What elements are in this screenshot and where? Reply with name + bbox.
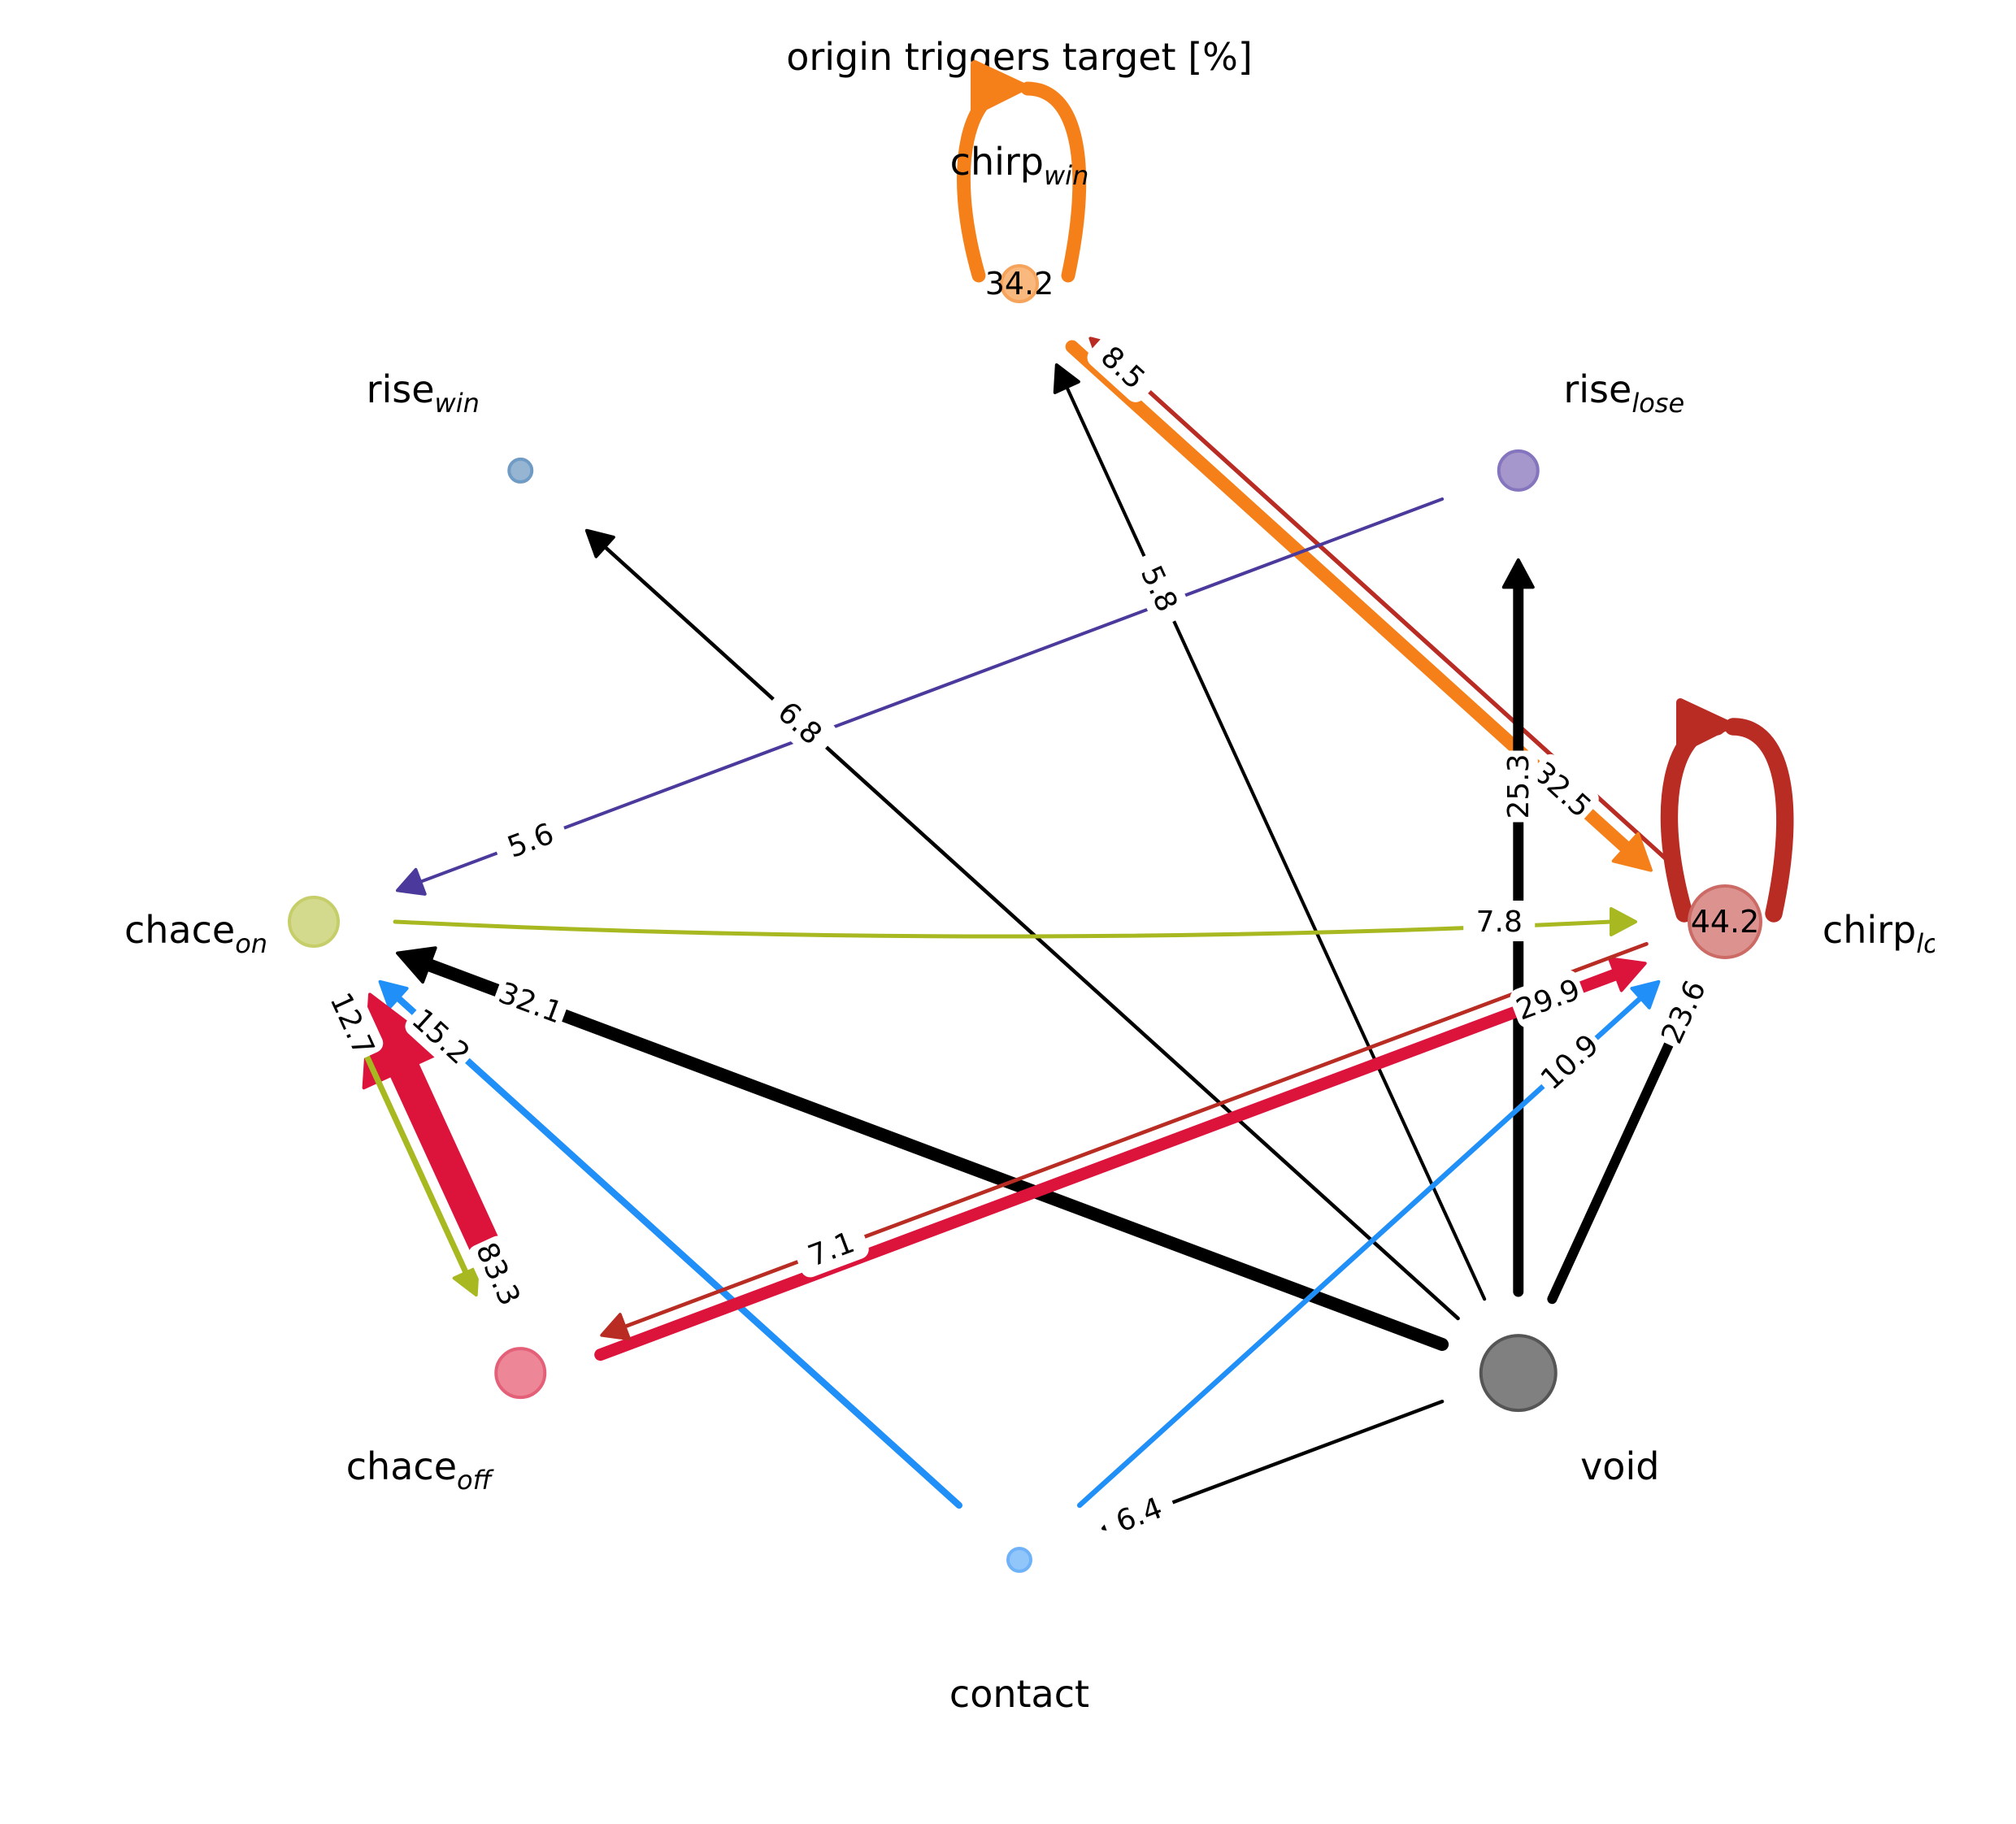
edge-shaft xyxy=(394,994,963,1509)
edge-shaft xyxy=(1065,385,1487,1301)
node-label-base: chace xyxy=(346,1444,457,1488)
label-background xyxy=(1129,550,1190,627)
self-loop-label: 44.2 xyxy=(1691,904,1760,940)
arrowhead-icon xyxy=(452,1266,480,1297)
label-background xyxy=(1526,753,1599,825)
label-background xyxy=(1087,332,1160,402)
node-chace_on[interactable] xyxy=(288,896,340,948)
edge-void-to-rise_win xyxy=(584,528,1460,1321)
node-label-base: chirp xyxy=(1823,908,1916,952)
node-label-subscript: win xyxy=(435,388,480,419)
arrowhead-icon xyxy=(1607,957,1647,992)
label-background xyxy=(793,1219,869,1278)
label-background xyxy=(1653,974,1714,1050)
node-label-contact: contact xyxy=(949,1672,1089,1716)
arrowhead-icon xyxy=(396,867,427,896)
edge-shaft xyxy=(419,497,1445,884)
node-label-base: chace xyxy=(124,908,235,952)
arrowhead-icon xyxy=(396,946,437,984)
edge-shaft xyxy=(623,941,1649,1329)
edge-shaft xyxy=(1123,1399,1445,1522)
node-rise_win[interactable] xyxy=(507,457,534,484)
node-label-base: rise xyxy=(367,367,435,411)
node-label-subscript: lose xyxy=(1916,928,1969,959)
node-label-subscript: lose xyxy=(1631,388,1684,419)
node-label-rise_win: risewin xyxy=(367,367,480,419)
self-loop-label: 34.2 xyxy=(985,266,1054,302)
label-background xyxy=(1101,1485,1177,1544)
label-background xyxy=(1510,970,1586,1028)
label-background xyxy=(493,973,569,1031)
edge-chace_off-to-chirp_lose xyxy=(594,957,1647,1361)
node-label-chace_off: chaceoff xyxy=(346,1444,495,1496)
node-labels-layer: chirpwinriselosechirplosevoidcontactchac… xyxy=(124,140,1969,1716)
arrowhead-icon xyxy=(971,60,1028,115)
arrowhead-icon xyxy=(1611,832,1653,872)
node-label-void: void xyxy=(1580,1444,1659,1488)
node-label-chace_on: chaceon xyxy=(124,908,267,959)
label-background xyxy=(1532,1026,1605,1097)
label-background xyxy=(468,1236,529,1312)
node-label-base: chirp xyxy=(950,140,1044,184)
edge-shaft xyxy=(422,958,1449,1351)
node-rise_lose[interactable] xyxy=(1497,449,1540,492)
edge-label-void-to-chirp_win: 5.8 xyxy=(1129,550,1190,627)
edge-label-void-to-rise_lose: 25.3 xyxy=(1497,750,1538,823)
node-chirp_win[interactable] xyxy=(1000,264,1039,303)
edge-label-void-to-chace_on: 32.1 xyxy=(493,973,569,1031)
edge-chirp_lose-to-chirp_lose xyxy=(1660,698,1794,923)
edge-label-rise_lose-to-chace_on: 5.6 xyxy=(492,810,568,869)
node-chace_off[interactable] xyxy=(494,1347,547,1400)
edge-label-chace_on-to-chirp_lose: 7.8 xyxy=(1463,901,1536,941)
node-contact[interactable] xyxy=(1006,1547,1032,1573)
node-label-chirp_win: chirpwin xyxy=(950,140,1089,191)
node-label-subscript: off xyxy=(457,1465,495,1496)
arrowhead-icon xyxy=(1676,698,1733,753)
edges-layer xyxy=(337,60,1794,1534)
node-chirp_lose[interactable] xyxy=(1688,884,1762,959)
node-label-chirp_lose: chirplose xyxy=(1823,908,1969,959)
arrowhead-icon xyxy=(1501,558,1535,589)
edge-shaft xyxy=(602,545,1460,1321)
edge-void-to-chace_on xyxy=(396,946,1449,1351)
arrowhead-icon xyxy=(378,979,409,1010)
edge-chirp_lose-to-chace_off xyxy=(600,941,1649,1341)
label-background xyxy=(322,986,384,1062)
arrowhead-icon xyxy=(600,1313,632,1341)
edge-value-text: 25.3 xyxy=(1502,753,1536,819)
node-label-base: contact xyxy=(949,1672,1089,1716)
node-void[interactable] xyxy=(1479,1334,1558,1413)
node-label-rise_lose: riselose xyxy=(1563,367,1684,419)
edge-chirp_win-to-chirp_win xyxy=(957,60,1087,283)
node-label-subscript: win xyxy=(1044,160,1088,191)
nodes-layer xyxy=(288,264,1762,1573)
edge-shaft xyxy=(594,968,1622,1361)
edge-contact-to-chace_on xyxy=(378,979,963,1509)
edge-rise_lose-to-chace_on xyxy=(396,497,1445,896)
node-label-subscript: on xyxy=(235,928,267,959)
edge-shaft xyxy=(1547,1021,1683,1305)
edge-shaft xyxy=(393,919,1614,939)
label-background xyxy=(1463,901,1536,941)
arrowhead-icon xyxy=(584,528,615,558)
chart-title: origin triggers target [%] xyxy=(786,35,1253,79)
node-label-base: void xyxy=(1580,1444,1659,1488)
edge-void-to-chirp_win xyxy=(1053,363,1487,1301)
label-background xyxy=(492,810,568,869)
arrowhead-icon xyxy=(1610,907,1637,936)
edge-value-text: 7.8 xyxy=(1476,905,1523,939)
arrowhead-icon xyxy=(1630,979,1661,1010)
node-label-base: rise xyxy=(1563,367,1631,411)
edge-chace_on-to-chirp_lose xyxy=(393,907,1637,939)
arrowhead-icon xyxy=(1053,363,1080,394)
label-background xyxy=(1497,750,1538,823)
label-background xyxy=(764,687,837,758)
label-background xyxy=(405,1001,478,1071)
edge-label-void-to-contact: 6.4 xyxy=(1101,1485,1177,1544)
